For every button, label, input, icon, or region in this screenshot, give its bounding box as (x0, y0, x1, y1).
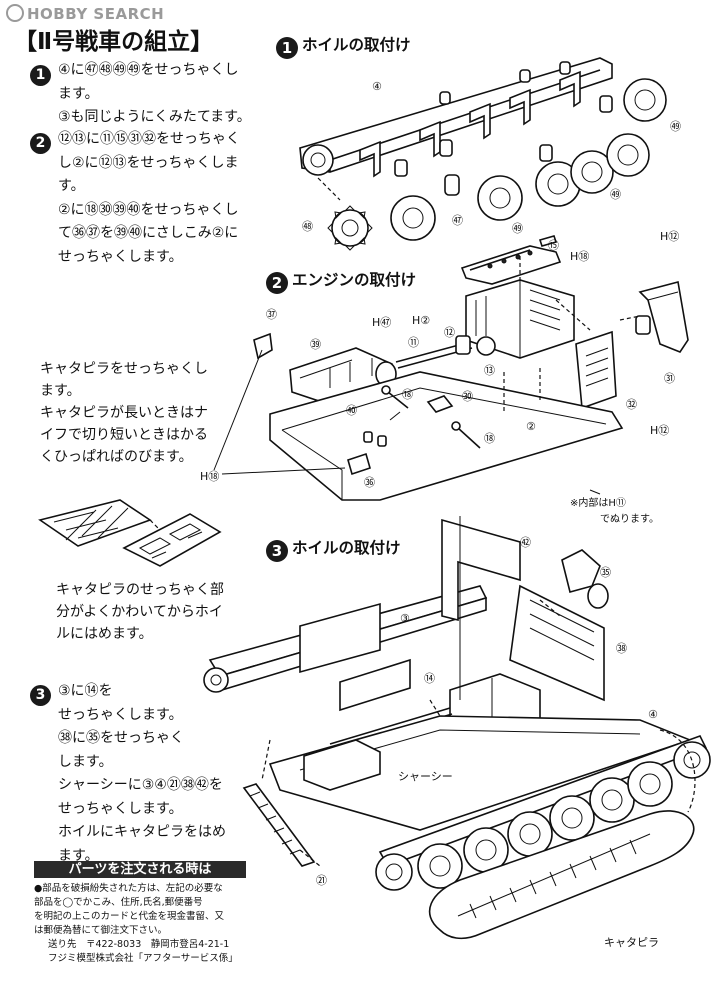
part-label-h47: H㊼ (372, 316, 392, 329)
part-label-h12a: H⑫ (660, 230, 680, 243)
part-label-h18a: H⑱ (570, 250, 590, 263)
part-label-18b: ⑱ (484, 432, 495, 445)
part-label-36: ㊱ (364, 476, 375, 489)
part-label-52: ㊾ (670, 120, 681, 133)
part-label-42: ㊷ (520, 536, 531, 549)
part-label-h18b: H⑱ (200, 470, 220, 483)
part-label-47: ㊼ (452, 214, 463, 227)
parts-order-text: ●部品を破損紛失された方は、左記の必要な 部品を◯でかこみ、住所,氏名,郵便番号… (34, 883, 238, 964)
parts-order-heading: パーツを注文される時は (34, 861, 246, 878)
part-label-11: ⑪ (408, 336, 419, 349)
part-label-32: ㉜ (626, 398, 637, 411)
step-1-text: ④に㊼㊽㊾㊾をせっちゃくし ます。 ③も同じようにくみたてます。 (58, 62, 251, 125)
part-label-4b: ④ (648, 708, 658, 721)
part-label-4: ④ (372, 80, 382, 93)
chassis-illustration (203, 516, 711, 940)
step-3-badge: 3 (30, 684, 51, 706)
part-label-h2: H② (412, 314, 431, 327)
chassis-label: シャーシー (398, 770, 453, 783)
part-label-13: ⑬ (484, 364, 495, 377)
part-label-15: ⑮ (548, 239, 559, 252)
part-label-12: ⑫ (444, 326, 455, 339)
part-label-38: ㊳ (616, 642, 627, 655)
part-label-2: ② (526, 420, 536, 433)
wheel-rail-illustration (299, 57, 667, 251)
inside-note-2: でぬります。 (600, 514, 659, 525)
part-label-40: ㊵ (346, 404, 357, 417)
part-label-49b: ㊾ (512, 222, 523, 235)
watermark-icon (6, 4, 24, 22)
step-2-badge: 2 (30, 132, 51, 154)
part-label-h12b: H⑫ (650, 424, 670, 437)
track-link-illustration (38, 499, 222, 567)
part-label-14: ⑭ (424, 672, 435, 685)
step-1-badge: 1 (30, 64, 51, 86)
step-3-text: ③に⑭を せっちゃくします。 ㊳に㉟をせっちゃく します。 シャーシーに③④㉑㊳… (58, 683, 226, 864)
track-glue-note: キャタピラのせっちゃく部 分がよくかわいてからホイ ルにはめます。 (56, 582, 224, 642)
part-label-39: ㊴ (310, 338, 321, 351)
part-label-3: ③ (400, 612, 410, 625)
track-tip-note: キャタピラをせっちゃくし ます。 キャタピラが長いときはナ イフで切り短いときは… (40, 361, 208, 465)
tracks-label: キャタピラ (604, 936, 659, 949)
part-label-37: ㊲ (266, 308, 277, 321)
part-label-48: ㊽ (302, 220, 313, 233)
part-label-35: ㉟ (600, 566, 611, 579)
page-title: 【Ⅱ号戦車の組立】 (14, 29, 214, 55)
engine-illustration (213, 235, 689, 501)
inside-note: ※内部はH⑪ (570, 498, 626, 509)
part-label-31: ㉛ (664, 372, 675, 385)
part-label-30: ㉚ (462, 390, 473, 403)
part-label-21: ㉑ (316, 874, 327, 887)
watermark: HOBBY SEARCH (6, 4, 164, 23)
part-label-18a: ⑱ (402, 388, 413, 401)
step-2-text: ⑫⑬に⑪⑮㉛㉜をせっちゃく し②に⑫⑬をせっちゃくしま す。 ②に⑱㉚㊴㊵をせっ… (58, 131, 240, 265)
part-label-49a: ㊾ (610, 188, 621, 201)
